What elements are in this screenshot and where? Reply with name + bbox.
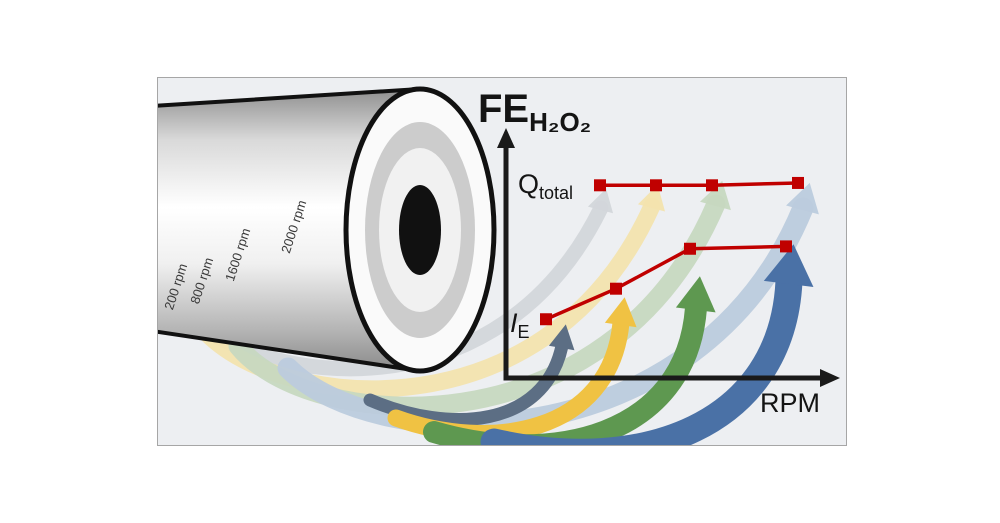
ghost-arrow-green-head-icon xyxy=(700,180,731,211)
ghost-arrow-yellow-head-icon xyxy=(637,184,666,212)
figure-frame: 200 rpm 800 rpm 1600 rpm 2000 rpm xyxy=(157,77,847,446)
series-marker-I_E xyxy=(610,282,622,295)
arrow-blue-body xyxy=(480,267,803,445)
x-axis-arrowhead-icon xyxy=(820,369,840,387)
cylinder-center-disk xyxy=(399,185,441,275)
arrow-blue-head-icon xyxy=(763,244,814,288)
chart-series-layer xyxy=(540,176,804,326)
axes-lines xyxy=(503,144,824,381)
rde-cylinder: 200 rpm 800 rpm 1600 rpm 2000 rpm xyxy=(158,86,497,374)
series-line-I_E xyxy=(545,244,787,321)
ghost-arrow-blue-head-icon xyxy=(786,182,819,215)
chart-labels: FEH₂O₂ Qtotal IE RPM xyxy=(478,87,820,418)
arrow-green-head-icon xyxy=(675,276,716,313)
series-marker-Q_total xyxy=(792,176,804,189)
y-axis-arrowhead-icon xyxy=(497,128,515,148)
ghost-arrows xyxy=(160,180,819,435)
series-marker-Q_total xyxy=(706,179,718,192)
graphical-abstract-svg: 200 rpm 800 rpm 1600 rpm 2000 rpm xyxy=(158,86,840,445)
arrow-yellow-head-icon xyxy=(604,297,637,328)
i-e-label: IE xyxy=(510,308,530,342)
q-total-label: Qtotal xyxy=(518,169,573,203)
series-marker-Q_total xyxy=(650,179,662,192)
figure-title: FEH₂O₂ xyxy=(478,87,591,137)
series-marker-I_E xyxy=(540,313,552,326)
x-axis-label: RPM xyxy=(760,388,820,418)
arrow-slate-head-icon xyxy=(548,324,575,351)
rpm-arrows xyxy=(363,244,814,445)
chart-axes xyxy=(497,128,840,387)
ghost-arrow-green-body xyxy=(228,194,726,416)
series-marker-Q_total xyxy=(594,179,606,192)
series-line-Q_total xyxy=(600,181,799,188)
series-marker-I_E xyxy=(684,242,696,255)
ghost-arrow-gray-head-icon xyxy=(587,188,614,214)
series-marker-I_E xyxy=(780,240,792,253)
